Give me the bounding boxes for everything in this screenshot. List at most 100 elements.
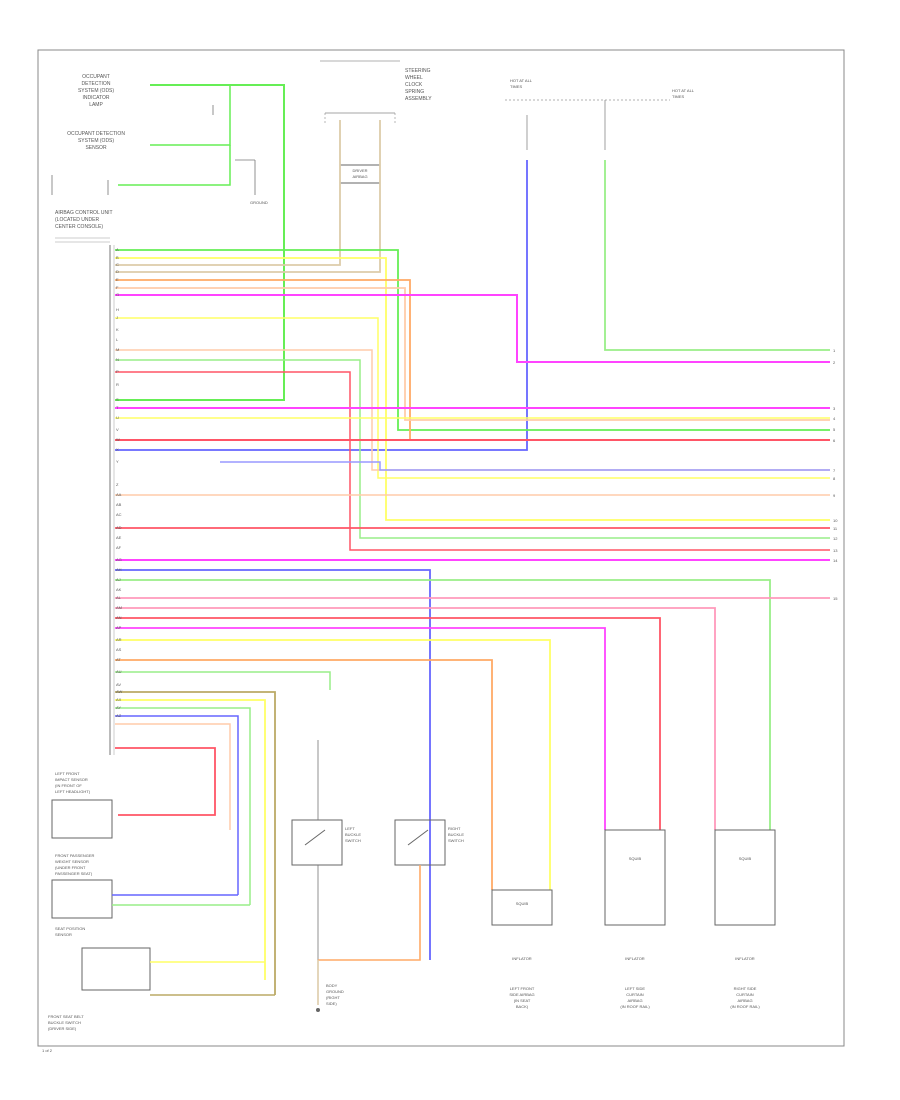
airbag-2-label-2: CURTAIN [626,992,644,997]
squib-1-label: SQUIB [516,901,529,906]
ods-sensor-label-2: SYSTEM (ODS) [78,138,114,144]
term-12: 12 [833,536,838,541]
ods-lamp-label-1: OCCUPANT [82,74,110,80]
pin-label: K [116,327,119,332]
term-10: 10 [833,518,838,523]
pin-label: D [116,269,119,274]
squib-2-label: SQUIB [629,856,642,861]
pin-label: AE [116,535,122,540]
airbag-3-label-4: (IN ROOF RAIL) [730,1004,760,1009]
ods-lamp-label-2: DETECTION [82,81,111,87]
pin-label: AL [116,595,122,600]
clock-spring-label-5: ASSEMBLY [405,96,432,102]
buckle-label-2: BUCKLE SWITCH [48,1020,81,1025]
left-buckle-switch: LEFT BUCKLE SWITCH [291,819,361,866]
term-7: 7 [833,468,836,473]
inflator-2-label: INFLATOR [625,956,645,961]
main-unit-label-2: (LOCATED UNDER [55,217,99,223]
rbs-label-2: BUCKLE [448,832,464,837]
ground-label: GROUND [250,200,268,205]
pin-label: B [116,255,119,260]
pin-label: AN [116,615,122,620]
rw-sensor-label-1: FRONT PASSENGER [55,853,95,858]
pin-label: V [116,427,119,432]
pin-label: AM [116,605,122,610]
pin-label: U [116,415,119,420]
airbag-3-label-2: CURTAIN [736,992,754,997]
pin-label: AW [116,689,123,694]
pin-label: C [116,262,119,267]
driver-airbag-label-2: AIRBAG [352,174,367,179]
term-9: 9 [833,493,836,498]
pin-label: AF [116,545,122,550]
pin-label: L [116,337,119,342]
gnd-label-2: GROUND [326,989,344,994]
lf-sensor-box [51,799,113,839]
term-1: 1 [833,348,836,353]
ods-sensor-label-1: OCCUPANT DETECTION [67,131,125,137]
pin-label: AU [116,669,122,674]
body-ground: BODY GROUND (RIGHT SIDE) [316,983,344,1012]
fuse-label-a: HOT AT ALL [510,78,533,83]
pin-label: N [116,357,119,362]
term-4: 4 [833,416,836,421]
ods-lamp-label-4: INDICATOR [82,95,109,101]
lf-sensor-label-3: (IN FRONT OF [55,783,82,788]
gnd-label-3: (RIGHT [326,995,340,1000]
diagram-frame [37,49,845,1047]
pin-label: AX [116,697,122,702]
lbs-label-1: LEFT [345,826,355,831]
ods-sensor-label-3: SENSOR [85,145,107,151]
pin-label: P [116,369,119,374]
pin-label: W [116,437,120,442]
ods-lamp-label-5: LAMP [89,102,103,108]
airbag-1-label-2: SIDE AIRBAG [509,992,534,997]
pin-label: T [116,405,119,410]
airbag-2-label-3: AIRBAG [627,998,642,1003]
lf-sensor-label-2: IMPACT SENSOR [55,777,88,782]
term-5: 5 [833,427,836,432]
squib-2: SQUIB INFLATOR LEFT SIDE CURTAIN AIRBAG … [604,829,666,1009]
airbag-1-label-4: BACK) [516,1004,529,1009]
page-number: 1 of 2 [42,1048,53,1053]
wire-harness [115,249,830,995]
ods-sensor: OCCUPANT DETECTION SYSTEM (ODS) SENSOR [67,131,125,151]
term-14: 14 [833,558,838,563]
pin-label: M [116,347,119,352]
clock-spring-label-2: WHEEL [405,75,423,81]
squib-1: SQUIB INFLATOR LEFT FRONT SIDE AIRBAG (I… [491,889,553,1009]
pin-label: G [116,292,119,297]
steering-clock-spring: STEERING WHEEL CLOCK SPRING ASSEMBLY DRI… [324,68,432,184]
pin-label: AJ [116,577,121,582]
driver-airbag-label-1: DRIVER [352,168,367,173]
front-belt-buckle-switch: FRONT SEAT BELT BUCKLE SWITCH (DRIVER SI… [48,1014,84,1031]
seat-position-sensor: SEAT POSITION SENSOR [55,926,275,996]
clock-spring-label-4: SPRING [405,89,424,95]
pin-label: AB [116,502,122,507]
rw-sensor-box [51,879,113,919]
seat-pos-label-2: SENSOR [55,932,72,937]
term-2: 2 [833,360,836,365]
pin-label: AG [116,557,122,562]
airbag-3-label-1: RIGHT SIDE [734,986,757,991]
pin-label: AT [116,657,121,662]
term-15: 15 [833,596,838,601]
rbs-label-3: SWITCH [448,838,464,843]
term-11: 11 [833,526,838,531]
pin-label: AA [116,492,122,497]
rw-sensor-label-4: PASSENGER SEAT) [55,871,93,876]
right-terminals: 1 2 3 4 5 6 7 8 9 10 11 12 13 14 15 [833,348,838,601]
main-unit-label-3: CENTER CONSOLE) [55,224,103,230]
fuse-label-2: TIMES [672,94,685,99]
buckle-label-3: (DRIVER SIDE) [48,1026,77,1031]
ods-lamp-label-3: SYSTEM (ODS) [78,88,114,94]
squib-3-label: SQUIB [739,856,752,861]
pin-label: AS [116,647,122,652]
rw-sensor-label-2: WEIGHT SENSOR [55,859,89,864]
squib-3: SQUIB INFLATOR RIGHT SIDE CURTAIN AIRBAG… [714,829,776,1009]
airbag-2-label-4: (IN ROOF RAIL) [620,1004,650,1009]
pin-label: AY [116,705,121,710]
rbs-label-1: RIGHT [448,826,461,831]
airbag-3-label-3: AIRBAG [737,998,752,1003]
